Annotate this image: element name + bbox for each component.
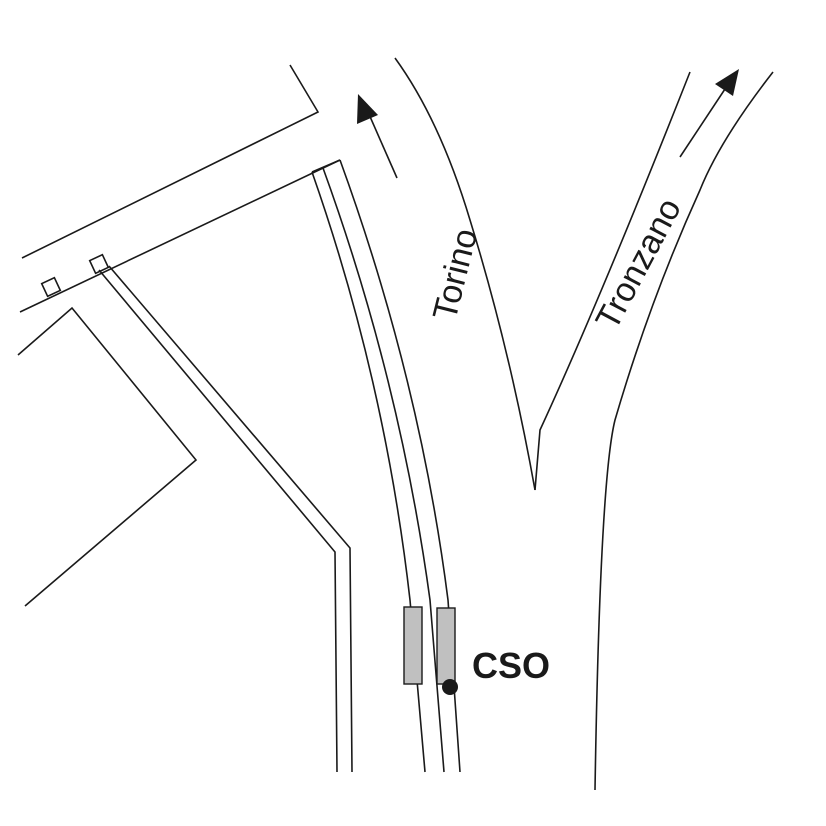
left-block	[17, 306, 198, 607]
cso-label: CSO	[472, 645, 550, 686]
sewer-cap	[311, 159, 341, 173]
torino-label: Torino	[426, 225, 485, 324]
tronzano-arrow-icon	[679, 69, 739, 158]
sewer-edge-3	[339, 159, 461, 773]
sewer-edge-1	[311, 171, 426, 773]
flow-gauge-left	[403, 606, 423, 685]
tronzano-road-right-edge	[594, 71, 774, 791]
torino-arrow-icon	[357, 94, 398, 179]
manhole-1	[40, 276, 62, 298]
tronzano-label: Tronzano	[589, 192, 689, 336]
cso-point-marker	[442, 679, 458, 695]
sewer-edge-2	[322, 167, 445, 773]
upper-left-road	[19, 64, 341, 313]
y-junction-roads	[394, 57, 774, 791]
y-inner-edge	[534, 71, 691, 491]
flow-gauge-right	[436, 607, 456, 685]
diagonal-pipe	[98, 265, 353, 773]
road-edge-lower	[19, 159, 341, 313]
torino-road-left-edge	[394, 57, 536, 491]
pipe-edge-right	[108, 265, 353, 773]
road-edge-upper	[21, 64, 320, 259]
pipe-edge-left	[98, 269, 338, 773]
curved-sewers	[311, 159, 461, 773]
manhole-2	[88, 253, 110, 275]
